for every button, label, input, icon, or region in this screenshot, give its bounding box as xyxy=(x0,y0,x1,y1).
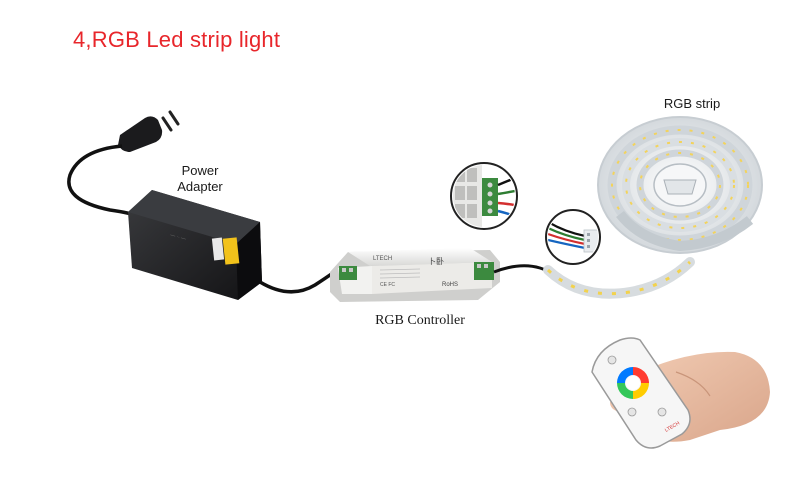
power-plug xyxy=(118,112,178,152)
page-title: 4,RGB Led strip light xyxy=(73,27,280,53)
power-label-line1: Power xyxy=(165,163,235,179)
rgb-controller: LTECH 卜卧 RoHS CE FC xyxy=(330,248,500,302)
power-adapter-label: Power Adapter xyxy=(165,163,235,195)
power-label-line2: Adapter xyxy=(165,179,235,195)
controller-rohs: RoHS xyxy=(442,282,458,288)
hand-with-remote: LTECH xyxy=(592,338,770,448)
rgb-remote: LTECH xyxy=(592,338,690,448)
power-adapter: — ·· — xyxy=(128,190,262,300)
controller-logo: 卜卧 xyxy=(428,257,444,266)
rgb-strip-reel xyxy=(598,117,762,253)
led-strip-tail xyxy=(548,262,690,294)
color-wheel-icon xyxy=(617,367,649,399)
controller-brand: LTECH xyxy=(373,256,392,262)
controller-cert: CE FC xyxy=(380,282,395,288)
rgb-controller-label: RGB Controller xyxy=(355,313,485,329)
rgb-strip-label: RGB strip xyxy=(652,96,732,112)
connector-zoom-large xyxy=(451,160,520,230)
connector-zoom-small xyxy=(546,210,602,264)
